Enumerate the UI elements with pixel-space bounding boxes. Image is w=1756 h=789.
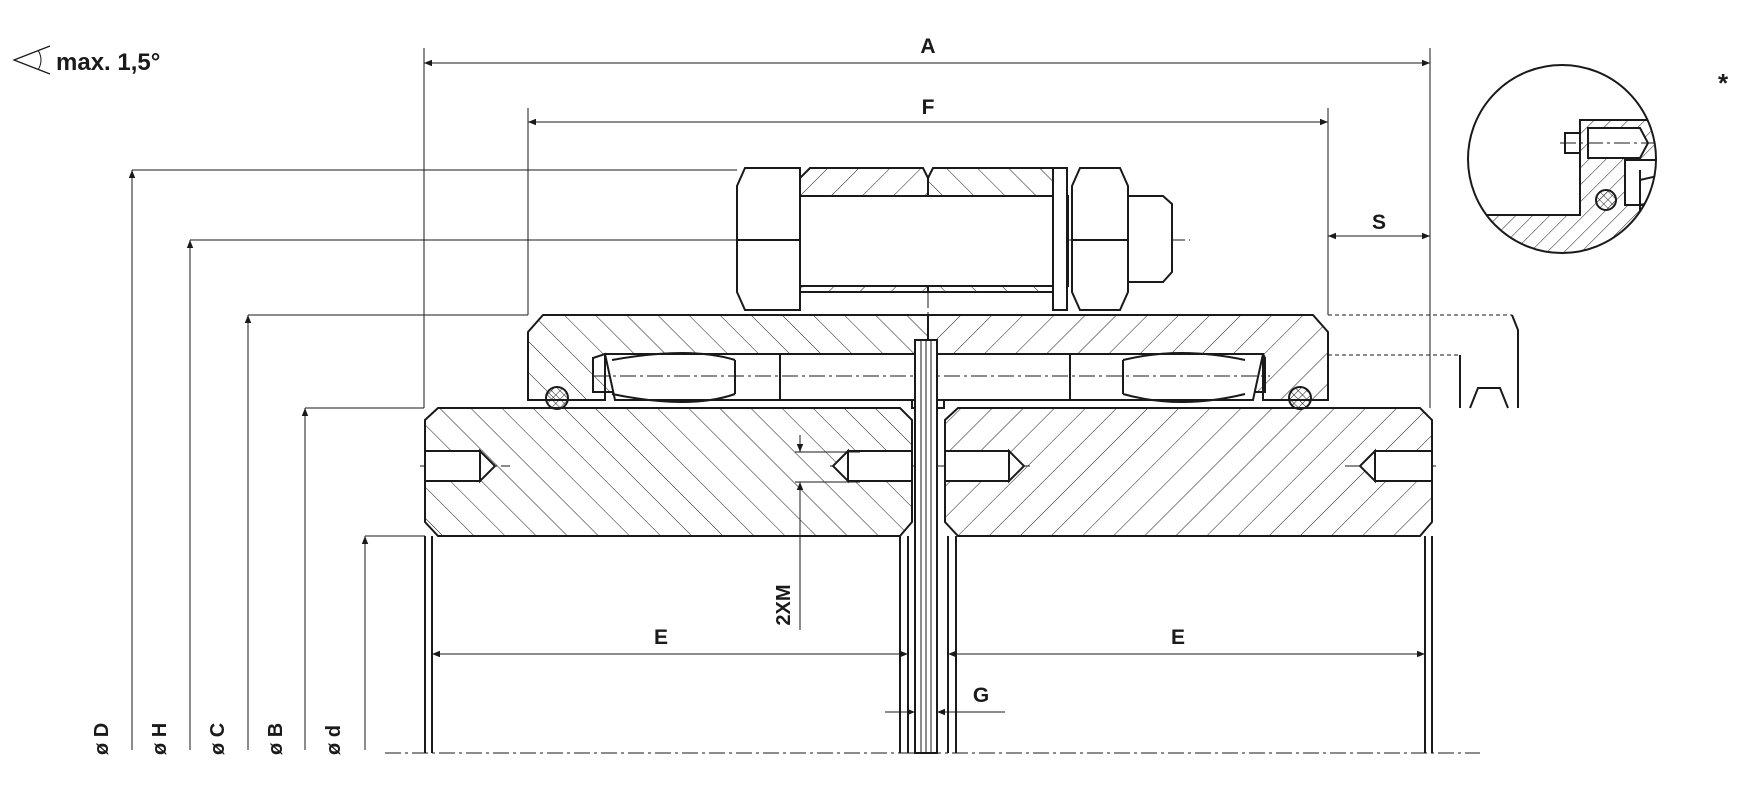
dim-label-S: S: [1372, 211, 1386, 234]
dim-label-E-right: E: [1171, 626, 1185, 649]
set-screw-right-outer: [1358, 448, 1433, 484]
left-o-ring: [545, 386, 569, 410]
angle-icon: [12, 45, 51, 75]
angle-note-label: max. 1,5°: [56, 49, 160, 76]
cover-profile: [1328, 314, 1519, 409]
bolt: [736, 167, 1173, 311]
diameter-label-C: ø C: [207, 723, 229, 755]
diameter-label-B: ø B: [265, 723, 287, 755]
dim-label-E-left: E: [654, 626, 668, 649]
diameter-label-H: ø H: [149, 723, 171, 755]
detail-marker: *: [1718, 68, 1729, 98]
diameter-leaders: [128, 169, 737, 750]
diameter-label-d: ø d: [323, 725, 345, 755]
diameter-labels: ø D ø H ø C ø B ø d: [91, 723, 345, 755]
set-screw-left-outer: [424, 448, 497, 484]
diameter-label-D: ø D: [91, 723, 113, 755]
left-gear-teeth: [603, 352, 1071, 403]
set-screw-right-inner: [944, 448, 1026, 484]
right-o-ring: [1288, 386, 1312, 410]
dim-M: 2XM: [773, 435, 860, 630]
right-gear-teeth: [1069, 352, 1265, 403]
dim-G: G: [885, 684, 1005, 716]
spacer-plates: [914, 339, 938, 754]
dim-label-G: G: [973, 684, 989, 707]
detail-view: *: [1467, 64, 1729, 254]
dim-label-F: F: [922, 96, 935, 119]
angle-note: max. 1,5°: [12, 45, 160, 76]
dim-label-M: 2XM: [773, 584, 795, 625]
dim-label-A: A: [920, 35, 935, 58]
set-screw-left-inner: [831, 448, 913, 484]
